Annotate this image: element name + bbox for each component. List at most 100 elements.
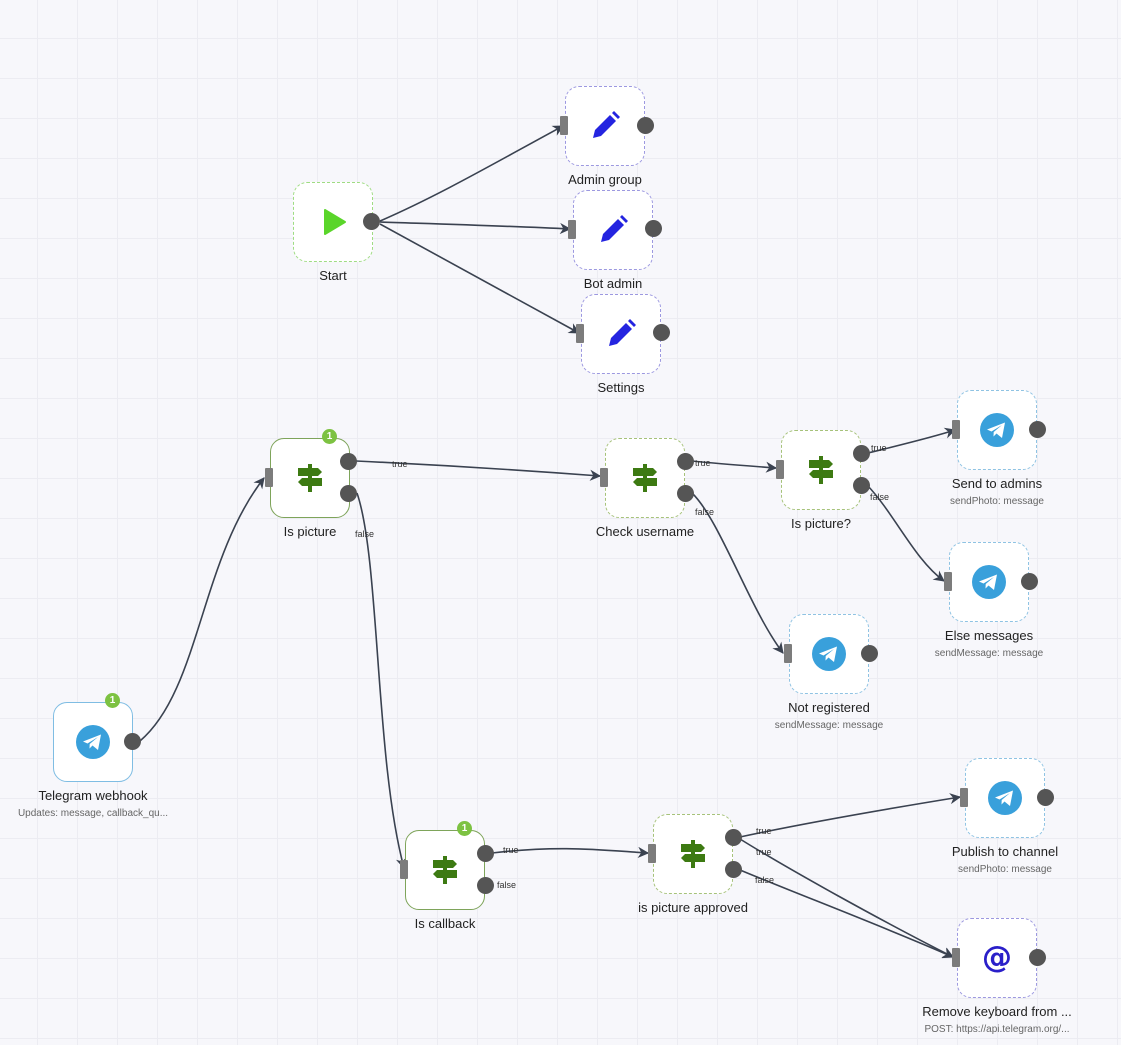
output-port-false[interactable] (853, 477, 870, 494)
node-box[interactable] (653, 814, 733, 894)
node-box[interactable]: @ (957, 918, 1037, 998)
output-port-false[interactable] (677, 485, 694, 502)
node-label: Not registered (788, 700, 870, 715)
signpost-icon (809, 456, 833, 484)
node-start[interactable]: Start (293, 182, 380, 283)
node-label: Send to admins (951, 476, 1043, 491)
node-is-callback[interactable]: 1 Is callback (400, 821, 494, 931)
node-label: is picture approved (638, 900, 748, 915)
telegram-icon (812, 637, 846, 671)
output-port-true[interactable] (853, 445, 870, 462)
output-port-false[interactable] (725, 861, 742, 878)
input-port[interactable] (784, 644, 792, 663)
output-port[interactable] (1021, 573, 1038, 590)
edge-label-false: false (355, 529, 375, 539)
node-box[interactable] (405, 830, 485, 910)
output-port[interactable] (861, 645, 878, 662)
output-port-false[interactable] (340, 485, 357, 502)
node-admin-group[interactable]: Admin group (560, 86, 654, 187)
edge-is-picture-false (356, 492, 407, 870)
node-is-picture[interactable]: 1 Is picture (265, 429, 357, 539)
node-label: Is picture (283, 524, 337, 539)
edge-is-picture-q-true (867, 427, 957, 454)
execution-count-badge: 1 (322, 429, 337, 444)
node-label: Is picture? (791, 516, 851, 531)
input-port[interactable] (560, 116, 568, 135)
edge-approved-false-remove (739, 869, 955, 959)
edge-start-bot-admin (379, 221, 572, 235)
output-port[interactable] (363, 213, 380, 230)
node-box[interactable] (581, 294, 661, 374)
node-box[interactable] (789, 614, 869, 694)
edge-approved-true-remove (739, 838, 954, 958)
output-port-true[interactable] (725, 829, 742, 846)
input-port[interactable] (952, 420, 960, 439)
input-port[interactable] (944, 572, 952, 591)
node-label: Check username (595, 524, 695, 539)
node-label: Telegram webhook (38, 788, 148, 803)
node-label: Start (319, 268, 347, 283)
telegram-icon (988, 781, 1022, 815)
node-box[interactable] (605, 438, 685, 518)
node-settings[interactable]: Settings (576, 294, 670, 395)
input-port[interactable] (400, 860, 408, 879)
node-remove-keyboard[interactable]: @ Remove keyboard from ... POST: https:/… (922, 918, 1072, 1035)
input-port[interactable] (952, 948, 960, 967)
output-port-true[interactable] (477, 845, 494, 862)
input-port[interactable] (960, 788, 968, 807)
edge-label-false: false (695, 507, 715, 517)
edge-label-true: true (503, 845, 519, 855)
output-port-true[interactable] (340, 453, 357, 470)
execution-count-badge: 1 (105, 693, 120, 708)
node-box[interactable] (270, 438, 350, 518)
output-port-false[interactable] (477, 877, 494, 894)
input-port[interactable] (576, 324, 584, 343)
node-not-registered[interactable]: Not registered sendMessage: message (775, 614, 883, 731)
output-port[interactable] (1029, 949, 1046, 966)
edge-label-true: true (871, 443, 887, 453)
output-port[interactable] (124, 733, 141, 750)
input-port[interactable] (600, 468, 608, 487)
node-box[interactable] (293, 182, 373, 262)
node-publish-to-channel[interactable]: Publish to channel sendPhoto: message (952, 758, 1058, 875)
at-icon: @ (982, 941, 1012, 975)
node-send-to-admins[interactable]: Send to admins sendPhoto: message (950, 390, 1046, 507)
node-telegram-webhook[interactable]: 1 Telegram webhook Updates: message, cal… (18, 693, 168, 819)
output-port-true[interactable] (677, 453, 694, 470)
output-port[interactable] (645, 220, 662, 237)
node-box[interactable] (573, 190, 653, 270)
input-port[interactable] (568, 220, 576, 239)
output-port[interactable] (653, 324, 670, 341)
node-box[interactable] (965, 758, 1045, 838)
node-subtitle: Updates: message, callback_qu... (17, 808, 169, 819)
output-port[interactable] (1029, 421, 1046, 438)
edge-start-admin-group (379, 125, 564, 222)
output-port[interactable] (1037, 789, 1054, 806)
node-subtitle: POST: https://api.telegram.org/... (924, 1024, 1070, 1035)
node-else-messages[interactable]: Else messages sendMessage: message (935, 542, 1043, 659)
signpost-icon (681, 840, 705, 868)
edge-is-callback-true (491, 846, 650, 858)
node-box[interactable] (53, 702, 133, 782)
node-is-picture-approved[interactable]: is picture approved (638, 814, 748, 915)
node-bot-admin[interactable]: Bot admin (568, 190, 662, 291)
node-box[interactable] (565, 86, 645, 166)
node-box[interactable] (957, 390, 1037, 470)
node-is-picture-q[interactable]: Is picture? (776, 430, 870, 531)
node-box[interactable] (949, 542, 1029, 622)
input-port[interactable] (265, 468, 273, 487)
node-check-username[interactable]: Check username (596, 438, 694, 539)
edge-approved-true-publish (739, 793, 962, 838)
node-label: Is callback (414, 916, 476, 931)
signpost-icon (433, 856, 457, 884)
output-port[interactable] (637, 117, 654, 134)
node-box[interactable] (781, 430, 861, 510)
node-label: Settings (597, 380, 645, 395)
edge-label-false: false (870, 492, 890, 502)
input-port[interactable] (648, 844, 656, 863)
input-port[interactable] (776, 460, 784, 479)
node-label: Remove keyboard from ... (922, 1004, 1072, 1019)
execution-count-badge: 1 (457, 821, 472, 836)
play-icon (324, 209, 346, 235)
node-subtitle: sendPhoto: message (950, 496, 1044, 507)
